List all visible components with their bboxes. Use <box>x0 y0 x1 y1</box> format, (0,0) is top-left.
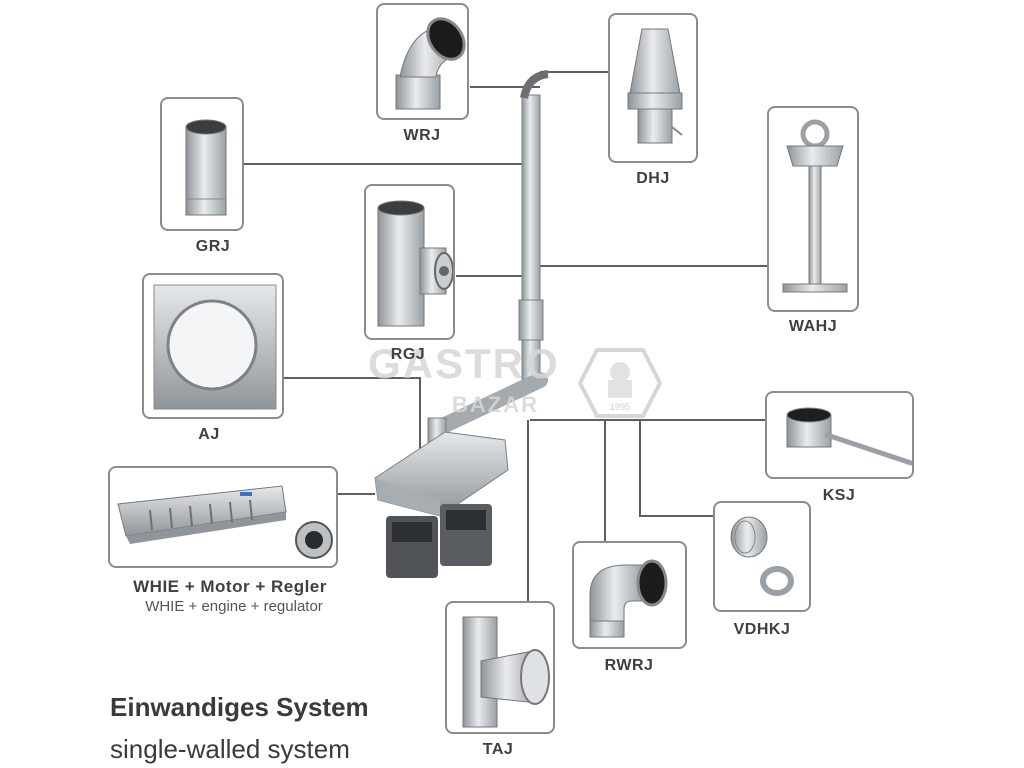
label-wrj: WRJ <box>403 127 441 144</box>
elbow-pipe-icon <box>395 17 466 110</box>
label-ksj: KSJ <box>822 487 856 504</box>
component-box-ksj[interactable] <box>765 391 914 479</box>
component-box-vdhkj[interactable] <box>713 501 811 612</box>
label-rwrj: RWRJ <box>604 657 654 674</box>
label-aj: AJ <box>198 426 220 443</box>
sublabel-hood: WHIE + engine + regulator <box>145 598 323 615</box>
label-taj: TAJ <box>482 741 514 758</box>
inspection-tee-icon <box>377 200 453 327</box>
label-wahj: WAHJ <box>788 318 838 335</box>
rain-cap-icon <box>627 28 683 144</box>
damper-icon <box>786 407 912 466</box>
title-german: Einwandiges System <box>110 692 369 722</box>
label-vdhkj: VDHKJ <box>733 621 791 638</box>
label-dhj: DHJ <box>636 170 670 187</box>
label-hood: WHIE + Motor + Regler <box>133 577 327 596</box>
component-box-taj[interactable] <box>445 601 555 734</box>
label-grj: GRJ <box>195 238 231 255</box>
component-box-wahj[interactable] <box>767 106 859 312</box>
elbow-90-icon <box>589 559 668 638</box>
watermark-subtext: BAZAR <box>452 392 539 417</box>
component-box-rgj[interactable] <box>364 184 455 340</box>
connector-ring-icon <box>730 516 794 596</box>
component-box-grj[interactable] <box>160 97 244 231</box>
watermark-text: GASTRO <box>368 340 560 387</box>
component-box-rwrj[interactable] <box>572 541 687 649</box>
wall-plate-icon <box>153 284 277 410</box>
label-rgj: RGJ <box>390 346 426 363</box>
straight-pipe-icon <box>185 119 227 216</box>
title-english: single-walled system <box>110 734 350 764</box>
component-box-aj[interactable] <box>142 273 284 419</box>
component-box-hood[interactable] <box>108 466 338 568</box>
tee-pipe-icon <box>462 616 550 728</box>
component-box-wrj[interactable] <box>376 3 469 120</box>
component-box-dhj[interactable] <box>608 13 698 163</box>
extractor-hood-icon <box>117 485 333 559</box>
wall-bracket-icon <box>782 119 848 293</box>
